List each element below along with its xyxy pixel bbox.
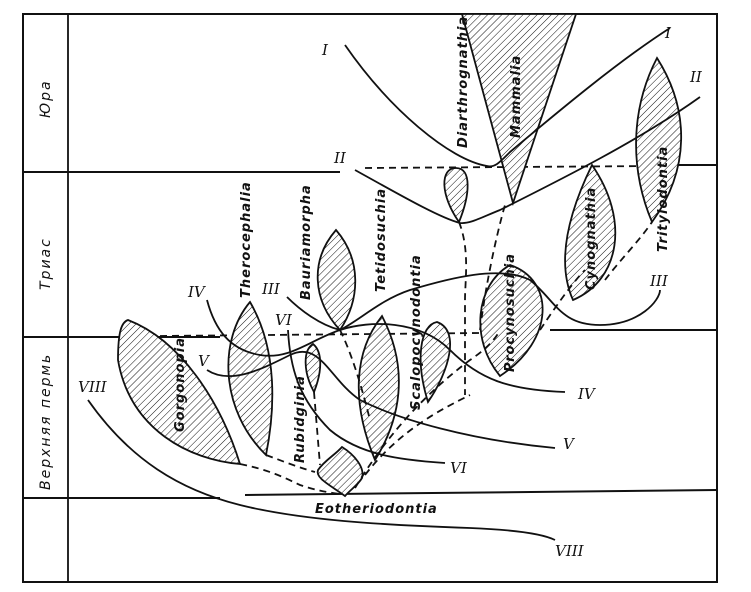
level-VIII-curve — [87, 399, 556, 541]
period-triassic: Триас — [38, 237, 54, 290]
level-VI-curve — [287, 329, 446, 464]
therocephalia-leaf — [227, 300, 274, 457]
gorgonopia-leaf — [117, 319, 242, 466]
diarthrognathia-leaf — [443, 167, 469, 224]
level-I-label-left: I — [321, 41, 329, 59]
label-cynognathia: Cynognathia — [584, 187, 599, 290]
level-III-label-right: III — [649, 272, 669, 290]
label-eotheriodontia: Eotheriodontia — [315, 502, 438, 517]
level-II-label-right: II — [689, 68, 703, 86]
label-procynosuchia: Procynosuchia — [503, 253, 518, 372]
label-tritylodontia: Tritylodontia — [656, 146, 671, 252]
tritylodontia-leaf — [635, 56, 683, 224]
bauriamorpha-leaf — [316, 228, 357, 332]
ancestry-dashed-lines — [239, 204, 653, 495]
level-II-label-left: II — [333, 149, 347, 167]
label-gorgonopia: Gorgonopia — [173, 337, 188, 432]
label-tetidosuchia: Tetidosuchia — [374, 188, 389, 292]
eotheriodontia-leaf — [316, 445, 364, 498]
level-II-curve — [354, 96, 701, 224]
level-III-label-left: III — [261, 280, 281, 298]
level-VIII-label-left: VIII — [78, 378, 108, 396]
mammalia-wedge — [460, 13, 578, 207]
level-IV-label-right: IV — [577, 385, 597, 403]
level-curves — [87, 27, 701, 541]
level-I-curve — [344, 27, 671, 168]
level-V-label-left: V — [198, 352, 211, 370]
procynosuchia-leaf — [479, 264, 544, 378]
scalopocynodontia-leaf — [419, 321, 451, 405]
level-VIII-label-right: VIII — [555, 542, 585, 560]
level-IV-curve — [206, 299, 566, 393]
level-V-curve — [206, 350, 556, 449]
label-bauriamorpha: Bauriamorpha — [299, 184, 314, 300]
period-jurassic: Юра — [38, 79, 54, 118]
level-VI-label-left: VI — [275, 311, 293, 329]
label-diarthrognathia: Diarthrognathia — [456, 16, 471, 148]
label-scalopocynodontia: Scalopocynodontia — [409, 254, 424, 410]
time-scale-frame — [22, 13, 718, 583]
level-I-label-right: I — [664, 24, 672, 42]
period-upper-permian: Верхняя пермь — [38, 353, 54, 490]
level-VI-label-right: VI — [450, 459, 468, 477]
label-mammalia: Mammalia — [509, 55, 524, 138]
level-IV-label-left: IV — [187, 283, 207, 301]
level-V-label-right: V — [563, 435, 576, 453]
label-rubidginia: Rubidginia — [293, 375, 308, 463]
cynognathia-leaf — [564, 163, 617, 302]
tetidosuchia-leaf — [357, 314, 400, 462]
label-therocephalia: Therocephalia — [239, 181, 254, 298]
